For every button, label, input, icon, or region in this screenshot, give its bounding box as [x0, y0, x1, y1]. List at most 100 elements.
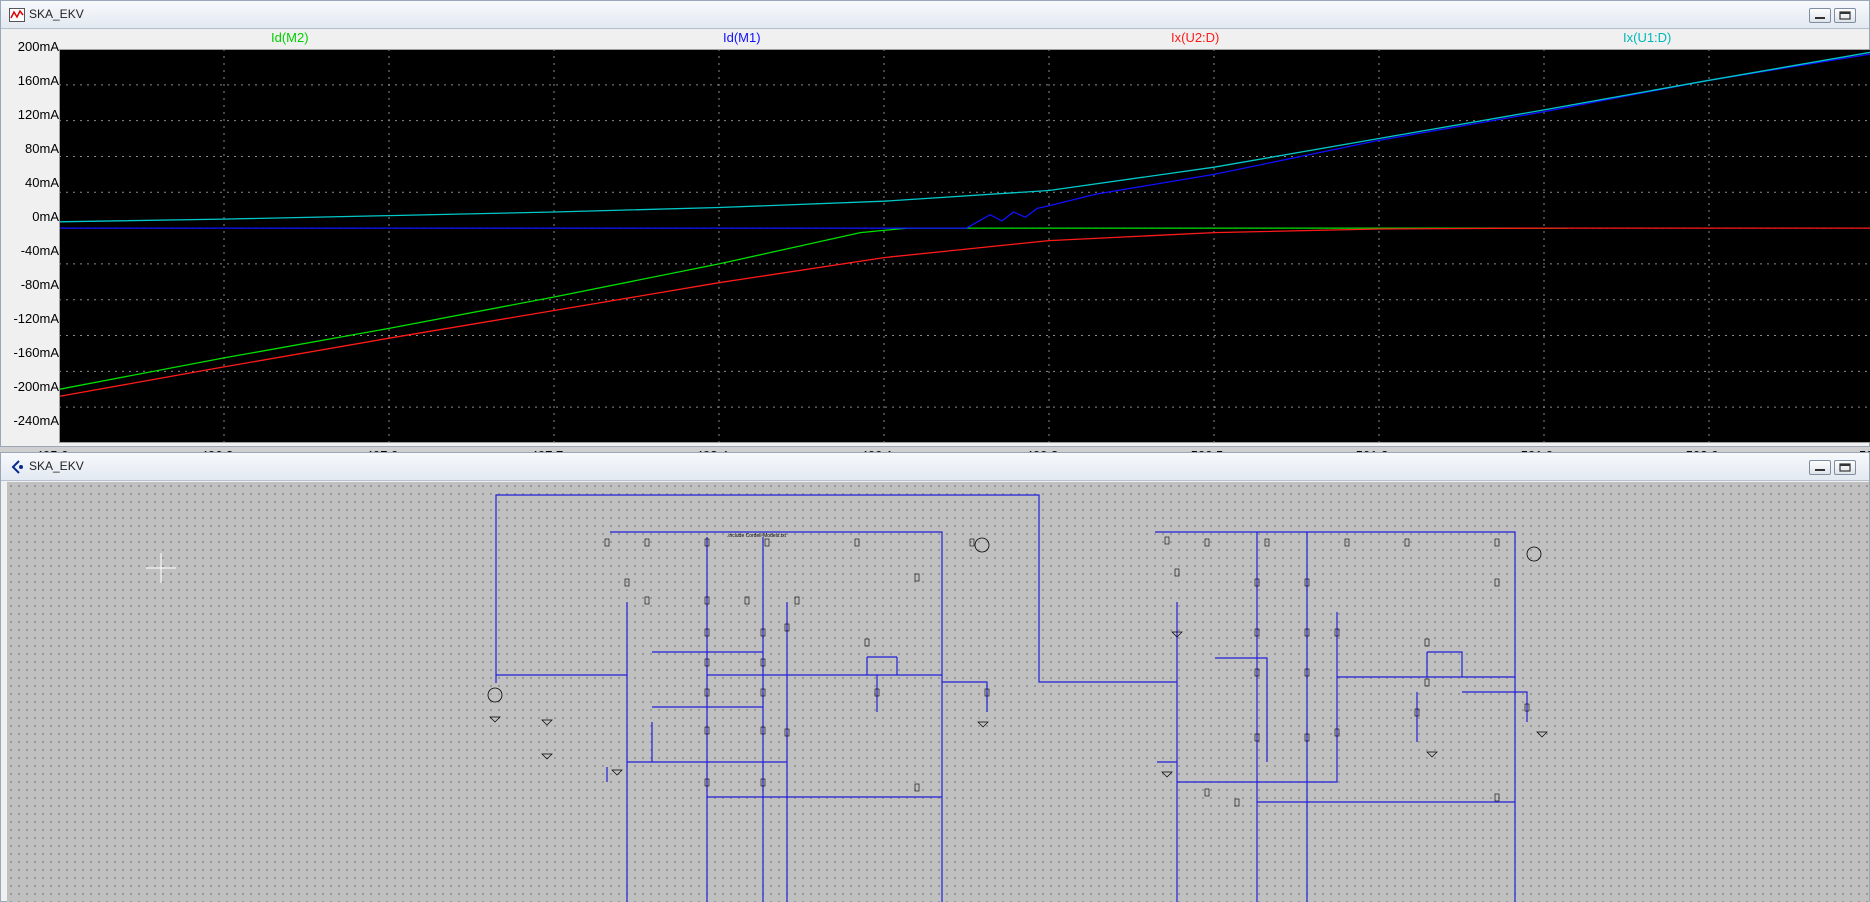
- component-symbol: [874, 688, 880, 697]
- y-tick-label: -240mA: [13, 413, 59, 428]
- component-symbol: [760, 658, 766, 667]
- trace-line[interactable]: [58, 51, 1870, 223]
- component-symbol: [1494, 578, 1500, 587]
- ground-icon: [977, 721, 989, 728]
- wire: [1462, 691, 1528, 722]
- spice-directive[interactable]: .include Cordell-Models.txt: [727, 533, 786, 539]
- wire: [942, 681, 988, 712]
- component-symbol: [1254, 668, 1260, 677]
- y-tick-label: 40mA: [25, 175, 59, 190]
- component-symbol: [1334, 728, 1340, 737]
- y-tick-label: 80mA: [25, 141, 59, 156]
- component-symbol: [760, 628, 766, 637]
- y-tick-label: -40mA: [20, 243, 59, 258]
- component-symbol: [1304, 628, 1310, 637]
- component-symbol: [1414, 708, 1420, 717]
- minimize-icon: [1815, 469, 1825, 471]
- plot-area[interactable]: [58, 48, 1870, 444]
- trace-line[interactable]: [58, 227, 1568, 390]
- component-symbol: [1174, 568, 1180, 577]
- ground-icon: [541, 719, 553, 726]
- trace-line[interactable]: [59, 53, 1870, 229]
- component-symbol: [624, 578, 630, 587]
- schematic-restore-button[interactable]: [1834, 460, 1856, 475]
- wire: [495, 494, 1177, 683]
- waveform-minimize-button[interactable]: [1809, 8, 1831, 23]
- waveform-restore-button[interactable]: [1834, 8, 1856, 23]
- ground-icon: [489, 716, 501, 723]
- component-symbol: [784, 728, 790, 737]
- y-tick-label: -120mA: [13, 311, 59, 326]
- schematic-minimize-button[interactable]: [1809, 460, 1831, 475]
- wire: [1155, 531, 1516, 902]
- component-symbol: [1304, 733, 1310, 742]
- y-tick-label: 200mA: [17, 39, 59, 54]
- component-symbol: [644, 538, 650, 547]
- wire: [1215, 657, 1268, 762]
- ground-icon: [541, 753, 553, 760]
- component-symbol: [1164, 536, 1170, 545]
- component-symbol: [1334, 628, 1340, 637]
- ground-icon: [1536, 731, 1548, 738]
- cursor-crosshair-icon: [146, 553, 176, 583]
- component-symbol: [1424, 678, 1430, 687]
- schematic-window-title: SKA_EKV: [29, 459, 84, 473]
- component-symbol: [984, 688, 990, 697]
- circuit-diagram: [487, 494, 1548, 902]
- component-symbol: [1304, 578, 1310, 587]
- component-symbol: [1304, 668, 1310, 677]
- component-symbol: [704, 688, 710, 697]
- trace-label-ix-u1-d[interactable]: Ix(U1:D): [1623, 30, 1672, 45]
- component-symbol: [604, 538, 610, 547]
- ground-icon: [1426, 751, 1438, 758]
- wire: [1427, 651, 1463, 677]
- component-symbol: [1524, 703, 1530, 712]
- component-symbol: [864, 638, 870, 647]
- component-symbol: [1254, 628, 1260, 637]
- component-symbol: [704, 726, 710, 735]
- voltage-source-icon: [1526, 546, 1542, 562]
- component-symbol: [794, 596, 800, 605]
- y-tick-label: -160mA: [13, 345, 59, 360]
- component-symbol: [969, 538, 975, 547]
- component-symbol: [1344, 538, 1350, 547]
- plot-frame: [59, 49, 1870, 443]
- component-symbol: [760, 778, 766, 787]
- schematic-canvas[interactable]: .include Cordell-Models.txt: [7, 482, 1869, 902]
- minimize-icon: [1815, 17, 1825, 19]
- trace-label-ix-u2-d[interactable]: Ix(U2:D): [1171, 30, 1220, 45]
- waveform-app-icon: [9, 8, 25, 22]
- trace-line[interactable]: [58, 227, 1870, 398]
- component-symbol: [704, 628, 710, 637]
- component-symbol: [1234, 798, 1240, 807]
- y-tick-label: 120mA: [17, 107, 59, 122]
- component-symbol: [704, 538, 710, 547]
- trace-label-id-m1[interactable]: Id(M1): [723, 30, 761, 45]
- component-symbol: [914, 573, 920, 582]
- ground-icon: [611, 769, 623, 776]
- component-symbol: [1254, 733, 1260, 742]
- trace-label-id-m2[interactable]: Id(M2): [271, 30, 309, 45]
- schematic-titlebar[interactable]: SKA_EKV: [1, 453, 1869, 481]
- restore-icon: [1839, 463, 1851, 472]
- component-symbol: [1404, 538, 1410, 547]
- y-tick-label: 0mA: [32, 209, 59, 224]
- schematic-app-icon: [11, 460, 23, 474]
- component-symbol: [764, 538, 770, 547]
- component-symbol: [704, 596, 710, 605]
- component-symbol: [744, 596, 750, 605]
- waveform-pane[interactable]: Id(M2) Id(M1) Ix(U2:D) Ix(U1:D) 200mA 16…: [1, 29, 1870, 463]
- ground-icon: [1171, 631, 1183, 638]
- component-symbol: [1264, 538, 1270, 547]
- component-symbol: [760, 726, 766, 735]
- component-symbol: [784, 623, 790, 632]
- component-symbol: [1254, 578, 1260, 587]
- wire: [610, 531, 943, 902]
- voltage-source-icon: [487, 687, 503, 703]
- component-symbol: [1204, 788, 1210, 797]
- wire: [1177, 612, 1338, 783]
- voltage-source-icon: [974, 537, 990, 553]
- waveform-plot[interactable]: [58, 48, 1870, 444]
- waveform-titlebar[interactable]: SKA_EKV: [1, 1, 1869, 29]
- component-symbol: [704, 658, 710, 667]
